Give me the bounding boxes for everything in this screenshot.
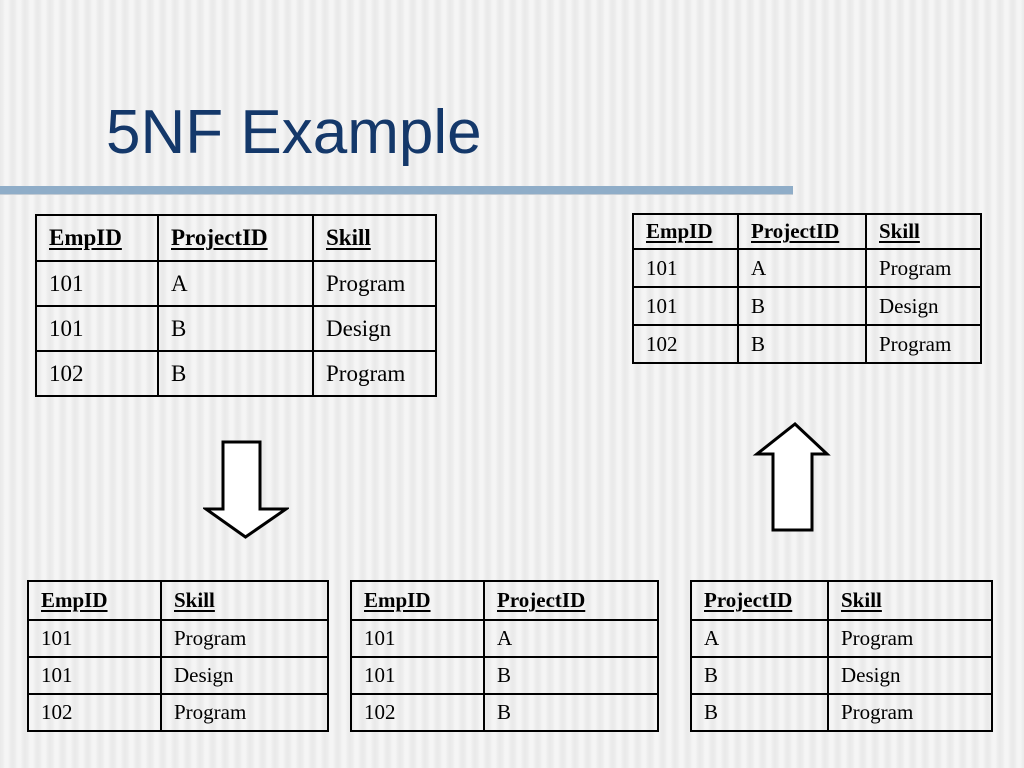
table-cell: B (737, 324, 867, 364)
table-row: 101 B Design (632, 286, 982, 326)
table-cell: B (157, 350, 314, 397)
column-header: EmpID (632, 213, 739, 250)
table-cell: Program (312, 260, 437, 307)
table-cell: Program (160, 693, 329, 732)
table-cell: A (737, 248, 867, 288)
table-cell: Design (865, 286, 982, 326)
table-row: 102 B Program (632, 324, 982, 364)
table-cell: B (690, 656, 829, 695)
up-arrow-icon (752, 422, 831, 532)
table-header-row: EmpID Skill (27, 580, 329, 621)
table-cell: 101 (35, 305, 159, 352)
table-cell: Design (827, 656, 993, 695)
table-row: 101 A Program (632, 248, 982, 288)
table-row: B Program (690, 693, 993, 732)
column-header: Skill (827, 580, 993, 621)
down-arrow-icon (203, 440, 289, 539)
column-header: Skill (160, 580, 329, 621)
table-row: 101 B (350, 656, 659, 695)
table-cell: Program (827, 693, 993, 732)
table-cell: Design (160, 656, 329, 695)
table-cell: B (157, 305, 314, 352)
table-cell: B (737, 286, 867, 326)
table-cell: 102 (632, 324, 739, 364)
column-header: Skill (312, 214, 437, 262)
table-cell: A (483, 619, 659, 658)
table-top-left-emp-project-skill: EmpID ProjectID Skill 101 A Program 101 … (35, 214, 437, 397)
table-header-row: EmpID ProjectID (350, 580, 659, 621)
column-header: EmpID (27, 580, 162, 621)
table-header-row: EmpID ProjectID Skill (35, 214, 437, 262)
table-cell: 101 (27, 619, 162, 658)
table-header-row: ProjectID Skill (690, 580, 993, 621)
table-header-row: EmpID ProjectID Skill (632, 213, 982, 250)
table-row: 101 B Design (35, 305, 437, 352)
column-header: Skill (865, 213, 982, 250)
column-header: ProjectID (157, 214, 314, 262)
table-row: A Program (690, 619, 993, 658)
table-cell: Program (160, 619, 329, 658)
table-bottom-middle-emp-project: EmpID ProjectID 101 A 101 B 102 B (350, 580, 659, 732)
column-header: EmpID (35, 214, 159, 262)
table-cell: B (690, 693, 829, 732)
table-cell: 102 (27, 693, 162, 732)
table-cell: 102 (350, 693, 485, 732)
table-cell: 101 (632, 286, 739, 326)
table-cell: 101 (350, 656, 485, 695)
table-top-right-emp-project-skill: EmpID ProjectID Skill 101 A Program 101 … (632, 213, 982, 364)
slide-title: 5NF Example (106, 98, 482, 167)
column-header: ProjectID (483, 580, 659, 621)
table-cell: 102 (35, 350, 159, 397)
table-cell: A (690, 619, 829, 658)
table-row: 102 B (350, 693, 659, 732)
table-row: 102 Program (27, 693, 329, 732)
table-cell: Program (865, 324, 982, 364)
column-header: ProjectID (737, 213, 867, 250)
table-bottom-right-project-skill: ProjectID Skill A Program B Design B Pro… (690, 580, 993, 732)
table-cell: Design (312, 305, 437, 352)
table-cell: Program (865, 248, 982, 288)
table-cell: 101 (27, 656, 162, 695)
table-cell: 101 (35, 260, 159, 307)
table-cell: Program (312, 350, 437, 397)
table-row: 101 A (350, 619, 659, 658)
column-header: ProjectID (690, 580, 829, 621)
table-row: 101 Design (27, 656, 329, 695)
title-underline-bar (0, 186, 793, 194)
table-row: 101 Program (27, 619, 329, 658)
column-header: EmpID (350, 580, 485, 621)
table-cell: B (483, 656, 659, 695)
table-cell: Program (827, 619, 993, 658)
table-row: 102 B Program (35, 350, 437, 397)
table-row: 101 A Program (35, 260, 437, 307)
table-cell: 101 (632, 248, 739, 288)
table-cell: 101 (350, 619, 485, 658)
table-row: B Design (690, 656, 993, 695)
table-cell: A (157, 260, 314, 307)
table-bottom-left-emp-skill: EmpID Skill 101 Program 101 Design 102 P… (27, 580, 329, 732)
table-cell: B (483, 693, 659, 732)
